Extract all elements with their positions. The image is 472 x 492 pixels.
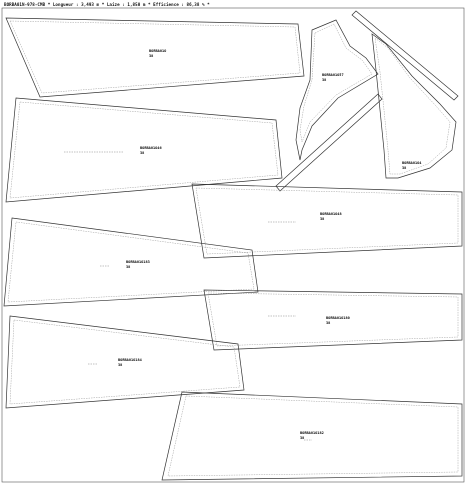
piece-ref: BORBA01O182 — [300, 431, 324, 435]
piece-ref: BORBA01O — [149, 49, 166, 53]
pattern-piece-1[interactable]: BORBA01O 38 — [5, 17, 305, 98]
piece-ref: BORBA01O183 — [126, 260, 150, 264]
strip-piece-top[interactable] — [351, 10, 459, 101]
pattern-piece-5[interactable]: BORBA01O48 38 — [191, 183, 463, 259]
piece-size: 38 — [149, 54, 153, 58]
marker-header: BORBA01N-978-CMB * Longueur : 3,493 m * … — [4, 2, 210, 7]
piece-size: 38 — [322, 78, 326, 82]
piece-size: 38 — [140, 151, 144, 155]
piece-size: 38 — [320, 217, 324, 221]
pattern-piece-4[interactable]: BORBA01O46 38 — [5, 97, 283, 203]
piece-ref: BORBA01O48 — [320, 212, 342, 216]
pattern-piece-8[interactable]: BORBA01O184 38 — [5, 315, 245, 409]
piece-size: 38 — [300, 436, 304, 440]
piece-ref: BORBA01O180 — [326, 316, 350, 320]
piece-ref: BORBA01O57 — [322, 73, 344, 77]
marker-border — [1, 7, 465, 483]
strip-piece-bottom[interactable] — [275, 93, 383, 192]
pattern-piece-6[interactable]: BORBA01O183 38 — [3, 217, 259, 307]
pattern-piece-2[interactable]: BORBA01O57 38 — [295, 19, 379, 161]
piece-size: 38 — [326, 321, 330, 325]
piece-size: 38 — [126, 265, 130, 269]
pattern-piece-9[interactable]: BORBA01O182 38 — [161, 391, 463, 481]
pattern-piece-3[interactable]: BORBA01O4 38 — [371, 33, 457, 179]
piece-ref: BORBA01O4 — [402, 161, 421, 165]
piece-ref: BORBA01O46 — [140, 146, 162, 150]
pattern-piece-7[interactable]: BORBA01O180 38 — [203, 289, 463, 351]
piece-size: 38 — [402, 166, 406, 170]
piece-ref: BORBA01O184 — [118, 358, 142, 362]
piece-size: 38 — [118, 363, 122, 367]
